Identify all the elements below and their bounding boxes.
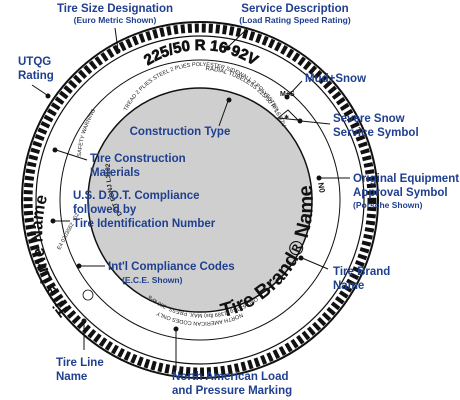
label-dot-3: Tire Identification Number [73,218,216,230]
leader-dot [45,93,51,99]
leader-dot [225,45,231,51]
tire-tread-band [23,23,377,377]
leader-dot [226,97,232,103]
label-dot-1: U.S. D.O.T. Compliance [73,190,200,202]
sidewall-oe-mark: N0 [316,182,327,194]
label-na-load-1: North American Load [172,371,289,383]
tire-bead-ring [59,59,341,341]
label-brand-1: Tire Brand [333,266,390,278]
label-na-load-2: and Pressure Marking [172,385,292,397]
leader-lines [31,27,350,370]
label-oe-2: Approval Symbol [353,187,448,199]
leader-dot [284,94,290,100]
label-oe-1: Original Equipment [353,173,459,185]
label-service-sub: (Load Rating Speed Rating) [239,15,351,25]
leader-dot [52,147,58,153]
label-construction-materials-2: Materials [90,167,140,179]
label-severe-snow-1: Severe Snow [333,113,405,125]
label-tire-size-sub: (Euro Metric Shown) [74,15,157,25]
ece-circle-icon [82,289,94,301]
label-intl: Int'l Compliance Codes [108,261,235,273]
leader-construction-type [218,100,229,127]
label-utqg-2: Rating [18,70,54,82]
leader-dot [81,318,87,324]
label-line-name-2: Name [56,371,87,383]
leader-mud-snow [287,80,303,97]
leader-brand [301,257,329,270]
leader-dot [173,326,179,332]
callout-labels: Tire Size Designation (Euro Metric Shown… [18,3,459,397]
leader-dot [316,175,322,181]
label-tire-size: Tire Size Designation [57,3,173,15]
label-mud-snow: Mud+Snow [305,73,366,85]
leader-utqg [31,84,48,96]
leader-dot [50,218,56,224]
leader-dot [76,263,82,269]
label-line-name-1: Tire Line [56,357,104,369]
leader-service [227,27,249,48]
leader-severe-snow [300,120,331,125]
leader-construction-materials [55,149,88,161]
label-dot-2: followed by [73,204,137,216]
tire-shoulder-ring [35,35,365,365]
label-intl-sub: (E.C.E. Shown) [122,275,183,285]
label-construction-materials-1: Tire Construction [90,153,186,165]
label-service: Service Description [241,3,348,15]
label-construction-type: Construction Type [130,126,231,138]
label-oe-sub: (Porsche Shown) [353,200,423,210]
snowflake-mountain-symbol: ✱ [276,109,300,121]
sidewall-ms: M+S [280,91,295,98]
leader-dot [115,48,121,54]
label-utqg-1: UTQG [18,56,51,68]
label-severe-snow-2: Service Symbol [333,127,419,139]
snowflake-icon: ✱ [284,114,289,121]
leader-dot [298,255,304,261]
leader-dot [297,118,303,124]
label-brand-2: Name [333,280,364,292]
leader-tire-size [114,27,119,51]
wheel-rim [87,87,313,313]
